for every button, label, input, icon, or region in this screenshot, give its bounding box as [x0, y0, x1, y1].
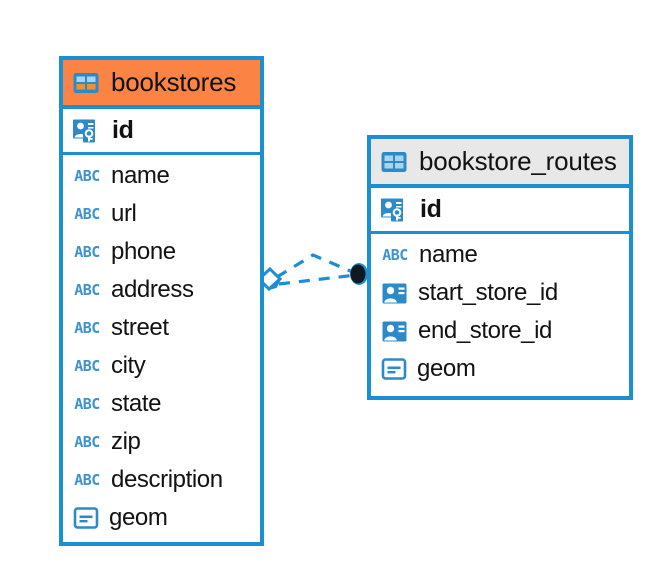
foreign-key-icon [381, 280, 408, 307]
foreign-key-icon [381, 318, 408, 345]
relationship-branch-lower [278, 273, 357, 286]
field-row-street[interactable]: ABC street [63, 309, 260, 347]
field-row-start-store-id[interactable]: start_store_id [371, 274, 629, 312]
abc-text-icon: ABC [74, 470, 100, 489]
entity-title: bookstores [111, 67, 237, 97]
primary-key-row[interactable]: id [371, 188, 629, 234]
field-label: phone [111, 238, 176, 265]
entity-header-bookstore-routes[interactable]: bookstore_routes [371, 139, 629, 188]
relationship-connector[interactable] [255, 243, 380, 313]
field-label: name [419, 241, 478, 268]
field-row-zip[interactable]: ABC zip [63, 423, 260, 461]
entity-table-bookstores[interactable]: bookstores id [59, 56, 264, 546]
field-label: city [111, 352, 146, 379]
field-label: description [111, 466, 223, 493]
primary-key-icon [72, 116, 102, 146]
abc-text-icon: ABC [74, 166, 100, 185]
abc-text-icon: ABC [74, 204, 100, 223]
field-label: end_store_id [418, 317, 552, 344]
field-label: start_store_id [418, 279, 558, 306]
primary-key-label: id [420, 195, 442, 223]
relationship-branch-upper [276, 253, 356, 279]
field-label: geom [109, 504, 168, 531]
field-list: ABC name start_store_id [371, 234, 629, 388]
table-icon [380, 148, 408, 176]
field-row-state[interactable]: ABC state [63, 385, 260, 423]
filled-circle-marker [350, 263, 368, 285]
abc-text-icon: ABC [74, 318, 100, 337]
field-list: ABC name ABC url ABC phone ABC [63, 155, 260, 537]
field-row-url[interactable]: ABC url [63, 195, 260, 233]
field-label: state [111, 390, 162, 417]
entity-header-bookstores[interactable]: bookstores [63, 60, 260, 109]
field-row-name[interactable]: ABC name [371, 236, 629, 274]
field-row-name[interactable]: ABC name [63, 157, 260, 195]
abc-text-icon: ABC [74, 242, 100, 261]
field-row-geom[interactable]: geom [63, 499, 260, 537]
field-label: zip [111, 428, 141, 455]
field-label: geom [417, 355, 476, 382]
field-row-geom[interactable]: geom [371, 350, 629, 388]
entity-table-bookstore-routes[interactable]: bookstore_routes id [367, 135, 633, 400]
field-row-city[interactable]: ABC city [63, 347, 260, 385]
field-row-end-store-id[interactable]: end_store_id [371, 312, 629, 350]
abc-text-icon: ABC [74, 356, 100, 375]
geometry-icon [381, 356, 407, 382]
field-label: street [111, 314, 169, 341]
abc-text-icon: ABC [74, 280, 100, 299]
geometry-icon [73, 505, 99, 531]
abc-text-icon: ABC [74, 432, 100, 451]
primary-key-icon [380, 195, 410, 225]
field-row-address[interactable]: ABC address [63, 271, 260, 309]
field-label: name [111, 162, 170, 189]
field-label: url [111, 200, 137, 227]
field-label: address [111, 276, 194, 303]
primary-key-label: id [112, 116, 134, 144]
primary-key-row[interactable]: id [63, 109, 260, 155]
table-icon [72, 69, 100, 97]
field-row-phone[interactable]: ABC phone [63, 233, 260, 271]
entity-title: bookstore_routes [419, 146, 617, 176]
abc-text-icon: ABC [382, 245, 408, 264]
abc-text-icon: ABC [74, 394, 100, 413]
field-row-description[interactable]: ABC description [63, 461, 260, 499]
